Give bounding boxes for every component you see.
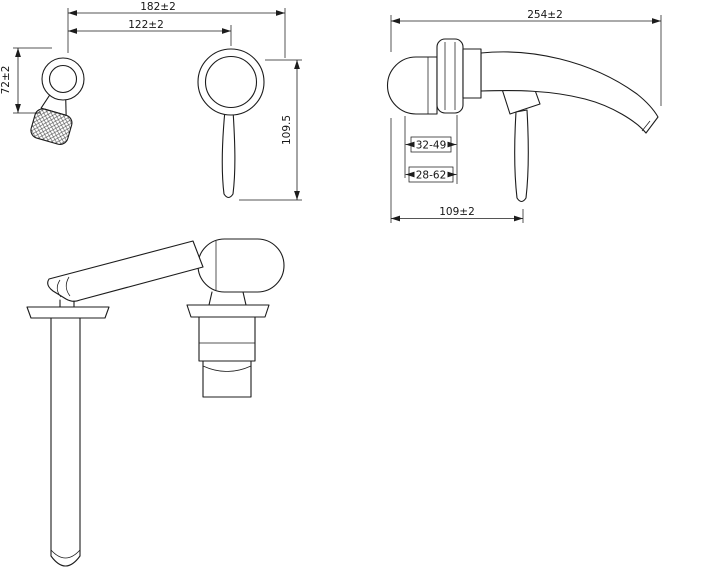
cartridge-body [197,238,285,293]
wall-flange [436,38,464,114]
valve-lower-section [202,360,252,398]
flange-face-lines [444,42,456,110]
front-view: 182±2 122±2 72±2 109.5 [0,1,302,201]
spout-escutcheon-inner [48,64,78,94]
spout-tube [50,317,81,557]
dim-label-overall-length: 254±2 [527,9,563,21]
spout-escutcheon-outer [41,57,85,101]
extension-line [67,8,286,58]
lever-pivot-detail [56,276,71,298]
side-view: 254±2 32-49 28-62 109±2 [387,9,662,223]
spout-tube-inner-cap [50,549,81,559]
spout-tube-end-cap [50,555,81,567]
dim-wall-ranges: 32-49 28-62 [404,115,458,184]
dim-height-left: 72±2 [0,47,52,114]
spout-wall-plate [26,306,110,319]
dim-label-height-right: 109.5 [281,115,293,145]
dim-label-height-left: 72±2 [0,66,12,95]
concealed-body [387,56,438,115]
handle-escutcheon-outer [197,48,265,116]
dim-label-wall-range-inner: 28-62 [416,170,447,182]
spout-stem-neck [59,299,75,308]
valve-dome-line [202,365,252,372]
union-nut [462,48,482,99]
valve-wall-plate [186,304,270,318]
spout [480,51,659,134]
dim-handle-projection: 109±2 [390,118,524,223]
aerator-mesh [30,108,73,145]
lever-arm [47,240,204,302]
dim-label-center-spacing: 122±2 [128,19,164,31]
dim-overall-length: 254±2 [390,9,662,106]
dim-label-handle-projection: 109±2 [439,206,475,218]
dim-overall-width: 182±2 [67,1,286,58]
handle-escutcheon-inner [204,55,258,109]
handle-rod [514,109,529,203]
plan-view [26,238,285,567]
dim-center-spacing: 122±2 [68,19,232,46]
dim-label-overall-width: 182±2 [140,1,176,13]
valve-neck [208,291,247,306]
handle-lever-front [221,109,236,199]
spout-outlet [30,93,73,145]
dim-label-wall-range-outer: 32-49 [416,140,447,152]
extension-line [390,118,524,223]
valve-cylinder [198,316,256,362]
extension-line [404,115,458,184]
spout-outlet-line [641,120,651,132]
dim-height-right: 109.5 [239,59,302,201]
